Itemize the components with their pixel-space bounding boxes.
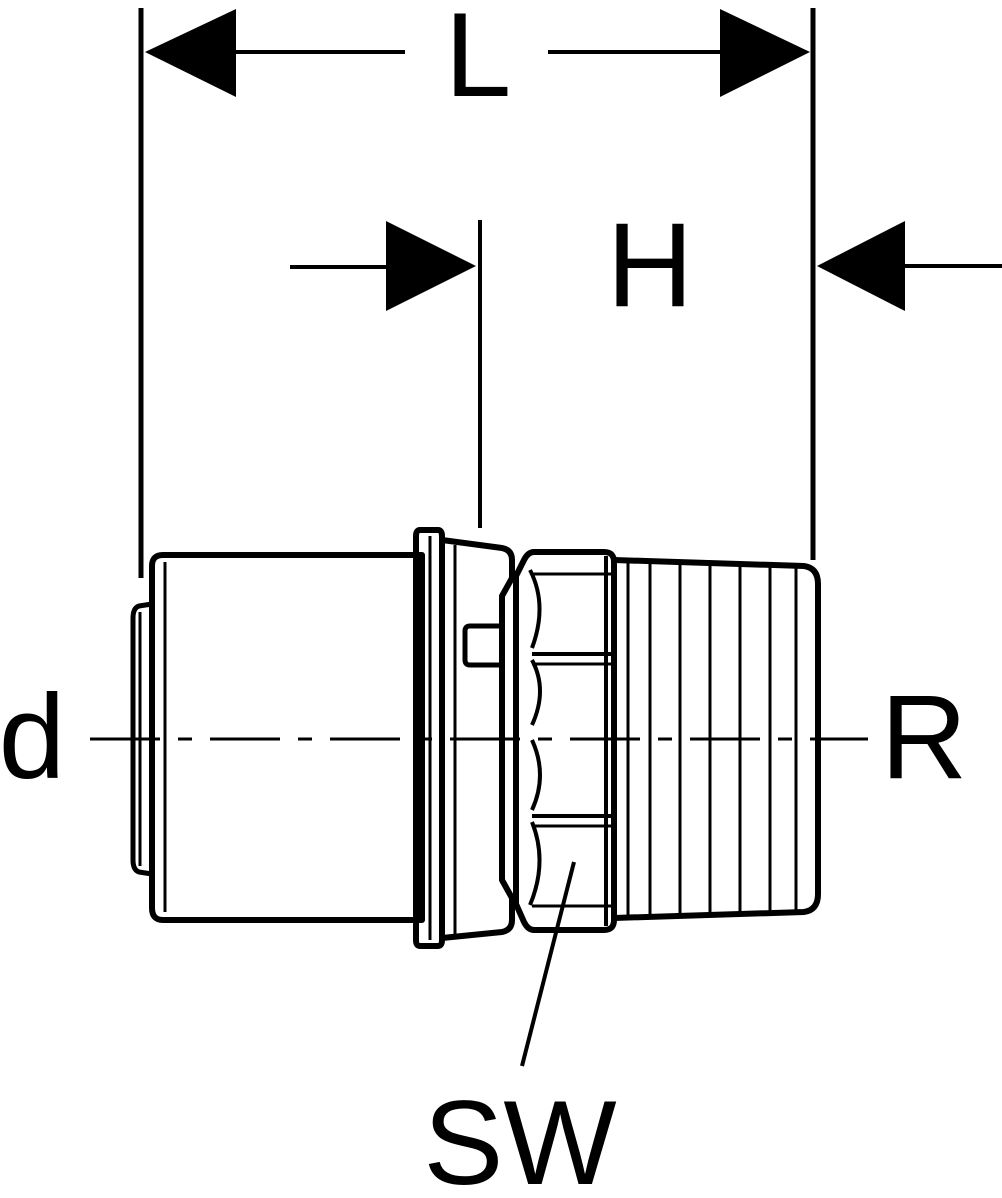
hex-face-upper-mid [530,659,542,726]
label-r: R [881,670,968,804]
dimension-l [138,8,816,578]
pipe-end-stub [130,601,153,877]
sw-leader-line [520,861,576,1067]
cone-outline [441,537,515,941]
label-l: L [445,0,512,122]
label-sw: SW [423,1076,616,1198]
label-d: d [0,670,65,804]
arrowhead-l-left [145,9,236,97]
arrowhead-h-right [817,221,905,311]
arrowhead-h-left [386,221,476,311]
inspection-tab [462,623,500,668]
hex-nut [513,549,617,933]
hex-face-bottom [528,821,542,906]
label-h: H [607,198,694,332]
arrowhead-l-right [720,9,810,97]
hex-face-lower-mid [530,739,542,811]
collar-outline [413,527,445,949]
hex-nut-outline [513,549,617,933]
dimension-h [290,220,1002,528]
transition-cone [441,537,515,941]
sleeve-outline [149,552,425,923]
hex-face-top [528,569,542,649]
collar [413,527,445,949]
thread-outline [613,557,821,921]
press-sleeve [130,552,425,923]
threaded-end [613,557,821,921]
